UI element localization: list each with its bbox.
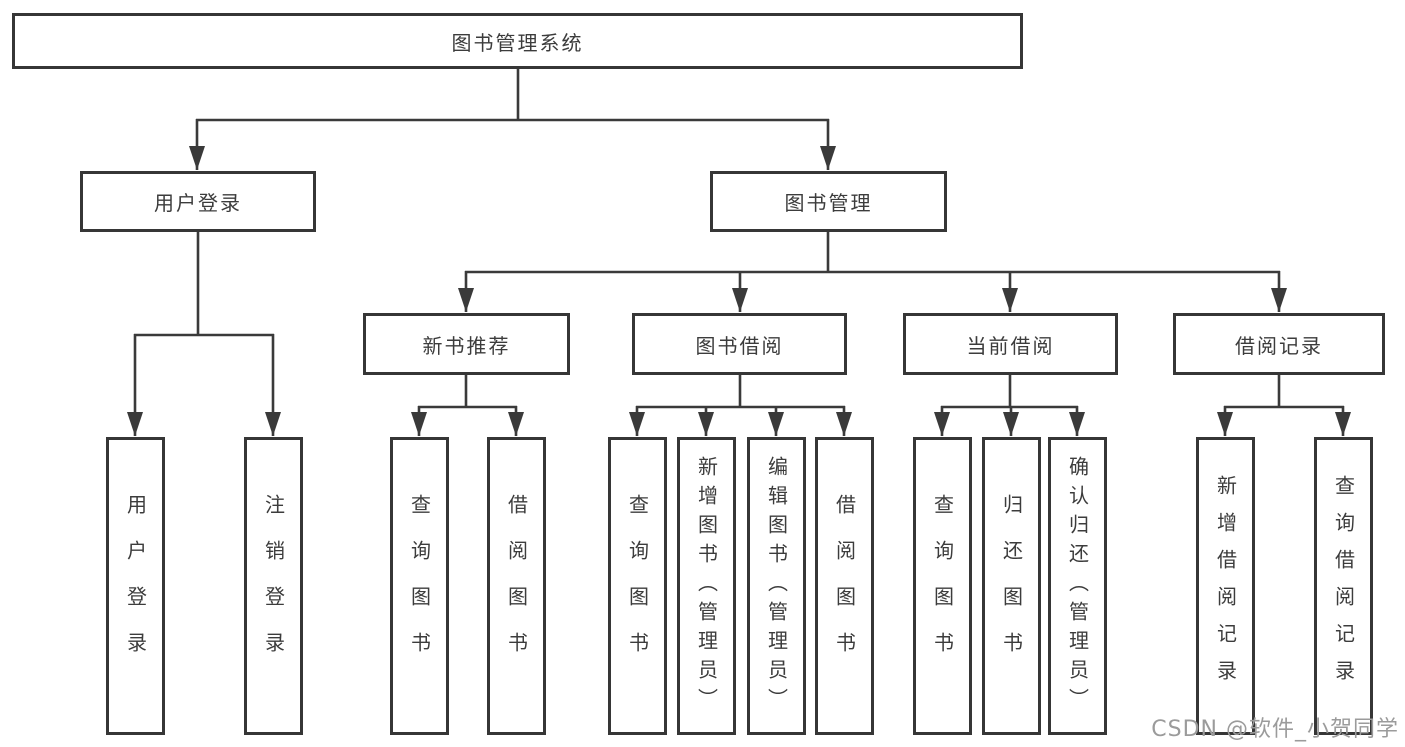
leaf-rec-query-books: 查询图书 bbox=[390, 437, 449, 735]
node-root: 图书管理系统 bbox=[12, 13, 1023, 69]
node-root-label: 图书管理系统 bbox=[451, 30, 584, 55]
leaf-add-borrow-record: 新增借阅记录 bbox=[1196, 437, 1255, 735]
leaf-return-books-label: 归还图书 bbox=[999, 494, 1024, 678]
leaf-rec-borrow-books-label: 借阅图书 bbox=[504, 494, 529, 678]
node-user-login: 用户登录 bbox=[80, 171, 316, 232]
node-new-book-rec-label: 新书推荐 bbox=[422, 333, 511, 358]
leaf-current-query-books-label: 查询图书 bbox=[930, 494, 955, 678]
leaf-confirm-return-admin-label: 确认归还（管理员） bbox=[1065, 455, 1090, 717]
connector-user-login-branch bbox=[127, 231, 281, 436]
leaf-return-books: 归还图书 bbox=[982, 437, 1041, 735]
leaf-confirm-return-admin: 确认归还（管理员） bbox=[1048, 437, 1107, 735]
connector-new-book-branch bbox=[411, 374, 524, 436]
leaf-borrow-query-books: 查询图书 bbox=[608, 437, 667, 735]
connector-borrow-records-branch bbox=[1217, 374, 1351, 436]
connector-book-mgmt-branch bbox=[458, 231, 1287, 312]
node-new-book-rec: 新书推荐 bbox=[363, 313, 570, 375]
leaf-add-borrow-record-label: 新增借阅记录 bbox=[1213, 475, 1238, 697]
leaf-query-borrow-record-label: 查询借阅记录 bbox=[1331, 475, 1356, 697]
leaf-logout-label: 注销登录 bbox=[261, 494, 286, 678]
node-book-mgmt: 图书管理 bbox=[710, 171, 947, 232]
connector-root-branch bbox=[189, 68, 836, 170]
leaf-borrow-books-label: 借阅图书 bbox=[832, 494, 857, 678]
leaf-user-login: 用户登录 bbox=[106, 437, 165, 735]
leaf-edit-books-admin-label: 编辑图书（管理员） bbox=[764, 455, 789, 717]
connector-book-borrow-branch bbox=[629, 374, 852, 436]
node-borrow-records-label: 借阅记录 bbox=[1235, 333, 1323, 358]
leaf-rec-borrow-books: 借阅图书 bbox=[487, 437, 546, 735]
leaf-rec-query-books-label: 查询图书 bbox=[407, 494, 432, 678]
node-book-borrow: 图书借阅 bbox=[632, 313, 847, 375]
leaf-borrow-query-books-label: 查询图书 bbox=[625, 494, 650, 678]
watermark: CSDN @软件_小贺同学 bbox=[1151, 717, 1399, 742]
node-book-mgmt-label: 图书管理 bbox=[784, 191, 873, 215]
node-current-borrow: 当前借阅 bbox=[903, 313, 1118, 375]
leaf-current-query-books: 查询图书 bbox=[913, 437, 972, 735]
node-user-login-label: 用户登录 bbox=[154, 191, 242, 215]
leaf-user-login-label: 用户登录 bbox=[123, 494, 148, 678]
node-borrow-records: 借阅记录 bbox=[1173, 313, 1385, 375]
leaf-logout: 注销登录 bbox=[244, 437, 303, 735]
node-book-borrow-label: 图书借阅 bbox=[695, 333, 784, 358]
leaf-add-books-admin: 新增图书（管理员） bbox=[677, 437, 736, 735]
leaf-query-borrow-record: 查询借阅记录 bbox=[1314, 437, 1373, 735]
node-current-borrow-label: 当前借阅 bbox=[966, 333, 1055, 358]
connector-current-borrow-branch bbox=[934, 374, 1085, 436]
leaf-add-books-admin-label: 新增图书（管理员） bbox=[694, 455, 719, 717]
leaf-edit-books-admin: 编辑图书（管理员） bbox=[747, 437, 806, 735]
leaf-borrow-books: 借阅图书 bbox=[815, 437, 874, 735]
